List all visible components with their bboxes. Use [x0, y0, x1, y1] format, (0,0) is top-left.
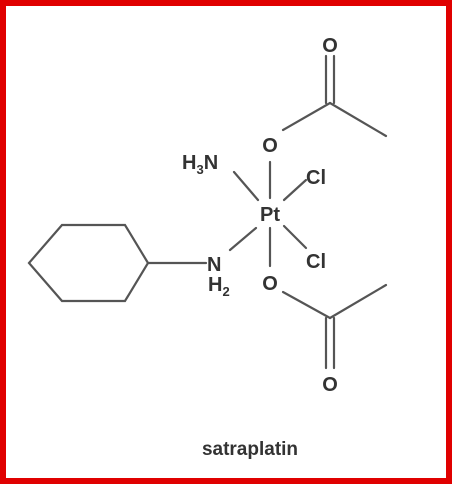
top-ester-oxygen-label: O [262, 135, 278, 157]
molecule-name-caption: satraplatin [202, 439, 298, 460]
ammine-subscript: 3 [196, 162, 203, 177]
ammine-label: H3N [182, 152, 218, 177]
platinum-label: Pt [260, 204, 280, 226]
bond-o-carbonyl-bottom [281, 290, 332, 320]
bond-n-pt [228, 226, 258, 252]
bond-carbonyl-methyl-top [328, 101, 388, 138]
ammine-h: H [182, 152, 196, 174]
amine-subscript: 2 [222, 284, 229, 299]
bond-nh3-pt [232, 170, 260, 202]
bottom-ester-oxygen-label: O [262, 273, 278, 295]
amine-h: H [208, 274, 222, 296]
chloride-bottom-label: Cl [306, 251, 326, 273]
cyclohexane-ring [27, 223, 150, 303]
bottom-carbonyl-oxygen-label: O [322, 374, 338, 396]
bond-o-carbonyl-top [281, 101, 332, 132]
chloride-top-label: Cl [306, 167, 326, 189]
top-carbonyl-oxygen-label: O [322, 35, 338, 57]
amine-h2-label: H2 [208, 274, 230, 299]
bond-carbonyl-methyl-bottom [328, 283, 388, 320]
ammine-n: N [204, 152, 218, 174]
bond-pt-cl-top [282, 178, 308, 202]
bond-pt-cl-bottom [282, 224, 308, 250]
amine-n-label: N [207, 254, 221, 276]
